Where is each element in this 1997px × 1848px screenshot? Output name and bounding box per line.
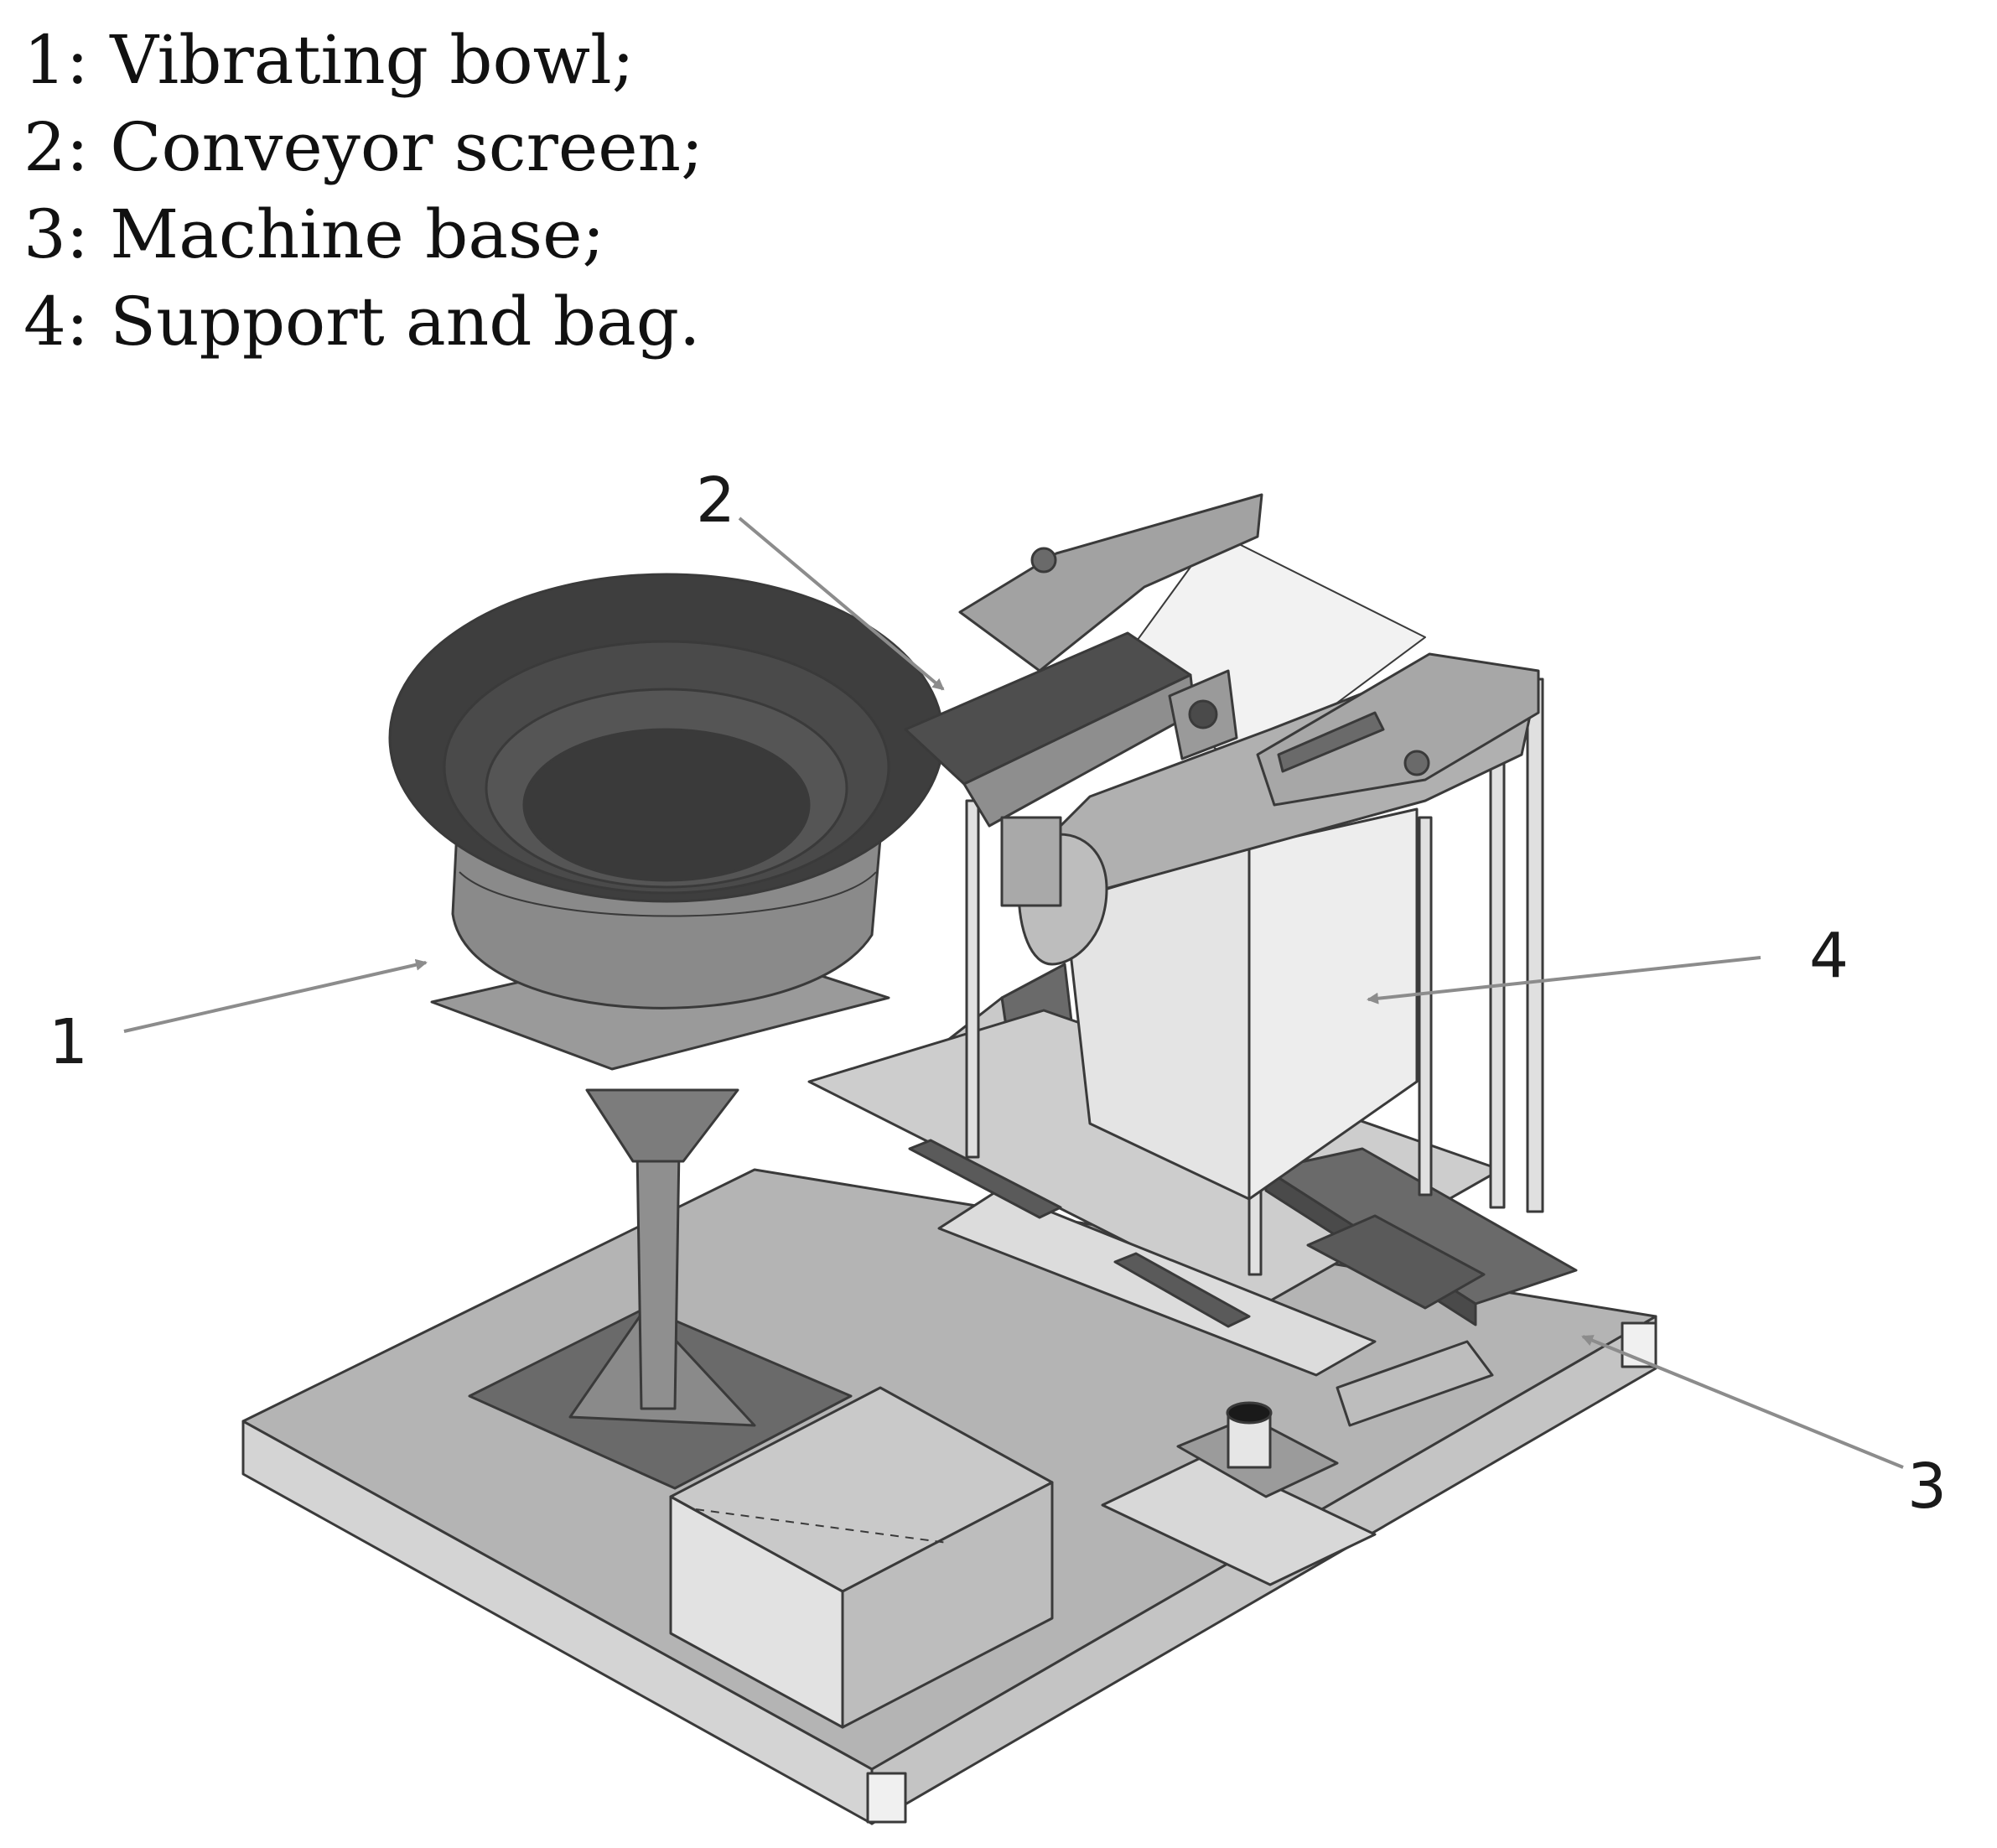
ramp-arm bbox=[1336, 1340, 1494, 1427]
conveyor-motor-hub bbox=[1188, 699, 1218, 729]
stand-column bbox=[635, 1147, 681, 1410]
bowl-ring-3 bbox=[522, 728, 811, 882]
callout-2-label: 2 bbox=[696, 465, 735, 537]
control-box-seam bbox=[695, 1508, 948, 1544]
mid-tray bbox=[1306, 1214, 1486, 1310]
upper-slot bbox=[1277, 711, 1385, 773]
callout-1-label: 1 bbox=[49, 1006, 88, 1078]
feeder-mount bbox=[1000, 816, 1062, 907]
upright-left bbox=[965, 799, 980, 1159]
callout-1-arrow bbox=[123, 958, 428, 1033]
upper-bracket bbox=[1256, 652, 1540, 807]
upright-right-c bbox=[1526, 677, 1544, 1213]
legend: 1: Vibrating bowl; 2: Conveyor screen; 3… bbox=[23, 17, 703, 366]
upper-support bbox=[958, 493, 1540, 895]
callout-3-label: 3 bbox=[1907, 1451, 1947, 1523]
sealer-cap bbox=[1226, 1401, 1273, 1425]
sealer-plate bbox=[1101, 1453, 1377, 1586]
callout-4-label: 4 bbox=[1809, 920, 1849, 992]
conveyor-screen bbox=[904, 631, 1238, 966]
bowl-stand bbox=[468, 1088, 853, 1490]
bag-side bbox=[1247, 807, 1419, 1201]
bowl-band bbox=[459, 871, 877, 917]
legend-item-support-and-bag: 4: Support and bag. bbox=[23, 283, 701, 361]
legend-item-vibrating-bowl: 1: Vibrating bowl; bbox=[23, 21, 635, 99]
callout-3-arrow bbox=[1581, 1335, 1904, 1469]
vibrating-bowl bbox=[388, 573, 945, 1071]
upright-right-a bbox=[1418, 816, 1433, 1197]
callout-labels: 1 2 3 4 bbox=[49, 465, 1947, 1523]
rail-right bbox=[1113, 1252, 1251, 1328]
legend-item-machine-base: 3: Machine base; bbox=[23, 195, 605, 273]
lower-platform bbox=[807, 1009, 1578, 1427]
sealer-unit bbox=[1101, 1401, 1377, 1586]
callout-2-arrow bbox=[738, 517, 945, 691]
rail-left bbox=[908, 1139, 1062, 1219]
legend-item-conveyor-screen: 2: Conveyor screen; bbox=[23, 108, 704, 186]
control-box-side bbox=[841, 1481, 1054, 1729]
base-channel-front bbox=[866, 1772, 907, 1824]
callout-4-arrow bbox=[1367, 956, 1761, 1004]
stand-top-cone bbox=[585, 1088, 739, 1163]
upright-right-b bbox=[1489, 753, 1506, 1209]
upper-knob-right bbox=[1403, 750, 1430, 776]
callout-arrows bbox=[123, 517, 1904, 1469]
control-box bbox=[669, 1386, 1054, 1729]
upper-knob-left bbox=[1030, 547, 1057, 574]
